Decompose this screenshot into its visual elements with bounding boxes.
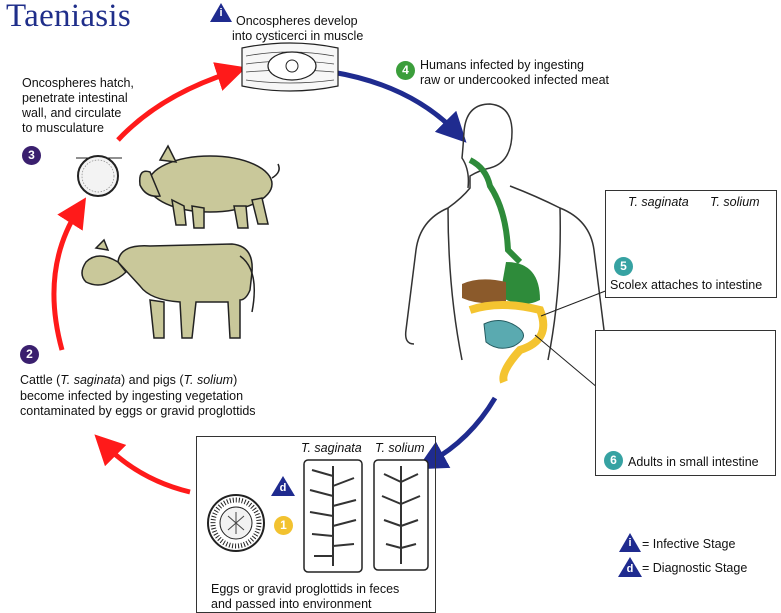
stage-3-line2: penetrate intestinal: [22, 91, 128, 106]
stage-2-line1: Cattle (T. saginata) and pigs (T. solium…: [20, 373, 237, 388]
legend-infective-label: = Infective Stage: [642, 537, 735, 552]
stage-2-line2: become infected by ingesting vegetation: [20, 389, 243, 404]
muscle-label-line2: into cysticerci in muscle: [232, 29, 363, 44]
stage-4-badge: 4: [396, 61, 415, 80]
stage-1-line2: and passed into environment: [211, 597, 372, 612]
pig-illustration: [140, 146, 279, 228]
muscle-label-line1: Oncospheres develop: [236, 14, 358, 29]
connector-5: [541, 290, 608, 316]
legend-diagnostic-letter: d: [619, 563, 641, 575]
stage-1-label-solium: T. solium: [375, 441, 425, 456]
arrow-2-to-3: [54, 210, 78, 350]
connector-6: [535, 335, 598, 388]
stage-1-badge: 1: [274, 516, 293, 535]
stage-6-caption: Adults in small intestine: [628, 455, 759, 470]
stage-2-species-solium: T. solium: [184, 373, 234, 387]
muscle-cysticercus-illustration: [242, 43, 338, 91]
page-title: Taeniasis: [6, 0, 131, 35]
arrow-human-to-feces: [430, 398, 495, 462]
stage-3-badge: 3: [22, 146, 41, 165]
stage-1-panel: T. saginata T. solium Eggs or gravid pro…: [196, 436, 436, 613]
oncosphere-illustration: [76, 156, 122, 196]
stage-4-line2: raw or undercooked infected meat: [420, 73, 609, 88]
arrow-3-to-muscle: [118, 72, 232, 140]
diagnostic-stage-icon-letter: d: [272, 482, 294, 494]
stage-4-line1: Humans infected by ingesting: [420, 58, 584, 73]
stage-5-badge: 5: [614, 257, 633, 276]
human-silhouette: [406, 104, 605, 382]
stage-5-panel: T. saginata T. solium 5 Scolex attaches …: [605, 190, 777, 298]
infective-stage-icon-letter: i: [210, 7, 232, 19]
stage-5-caption: Scolex attaches to intestine: [610, 278, 762, 293]
stage-3-line4: to musculature: [22, 121, 104, 136]
legend-infective-letter: i: [619, 537, 641, 549]
stage-6-panel: 6 Adults in small intestine: [595, 330, 776, 476]
stage-5-label-saginata: T. saginata: [628, 195, 689, 210]
stage-2-line3: contaminated by eggs or gravid proglotti…: [20, 404, 256, 419]
stage-3-line1: Oncospheres hatch,: [22, 76, 134, 91]
arrow-1-to-2: [105, 445, 190, 492]
stage-5-label-solium: T. solium: [710, 195, 760, 210]
stage-2-badge: 2: [20, 345, 39, 364]
stage-1-line1: Eggs or gravid proglottids in feces: [211, 582, 399, 597]
stage-2-species-saginata: T. saginata: [60, 373, 121, 387]
stage-1-label-saginata: T. saginata: [301, 441, 362, 456]
stage-3-line3: wall, and circulate: [22, 106, 121, 121]
legend-diagnostic-label: = Diagnostic Stage: [642, 561, 747, 576]
cow-illustration: [82, 240, 254, 338]
stage-6-badge: 6: [604, 451, 623, 470]
